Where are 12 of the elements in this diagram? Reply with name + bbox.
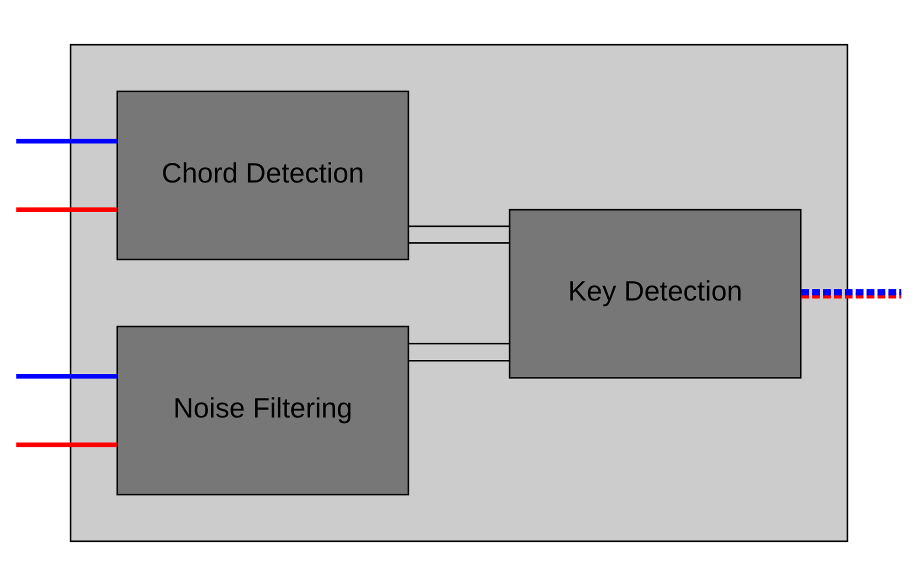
node-box: Noise Filtering [116, 326, 410, 496]
connector [16, 374, 117, 379]
connector [16, 207, 117, 212]
node-box: Chord Detection [116, 90, 410, 260]
cluster [70, 44, 848, 542]
node-box: Key Detection [508, 208, 802, 379]
connector [16, 442, 117, 448]
connector [408, 242, 509, 244]
connector [408, 342, 509, 344]
connector [408, 226, 509, 228]
connector [16, 138, 117, 144]
connector [408, 360, 509, 362]
